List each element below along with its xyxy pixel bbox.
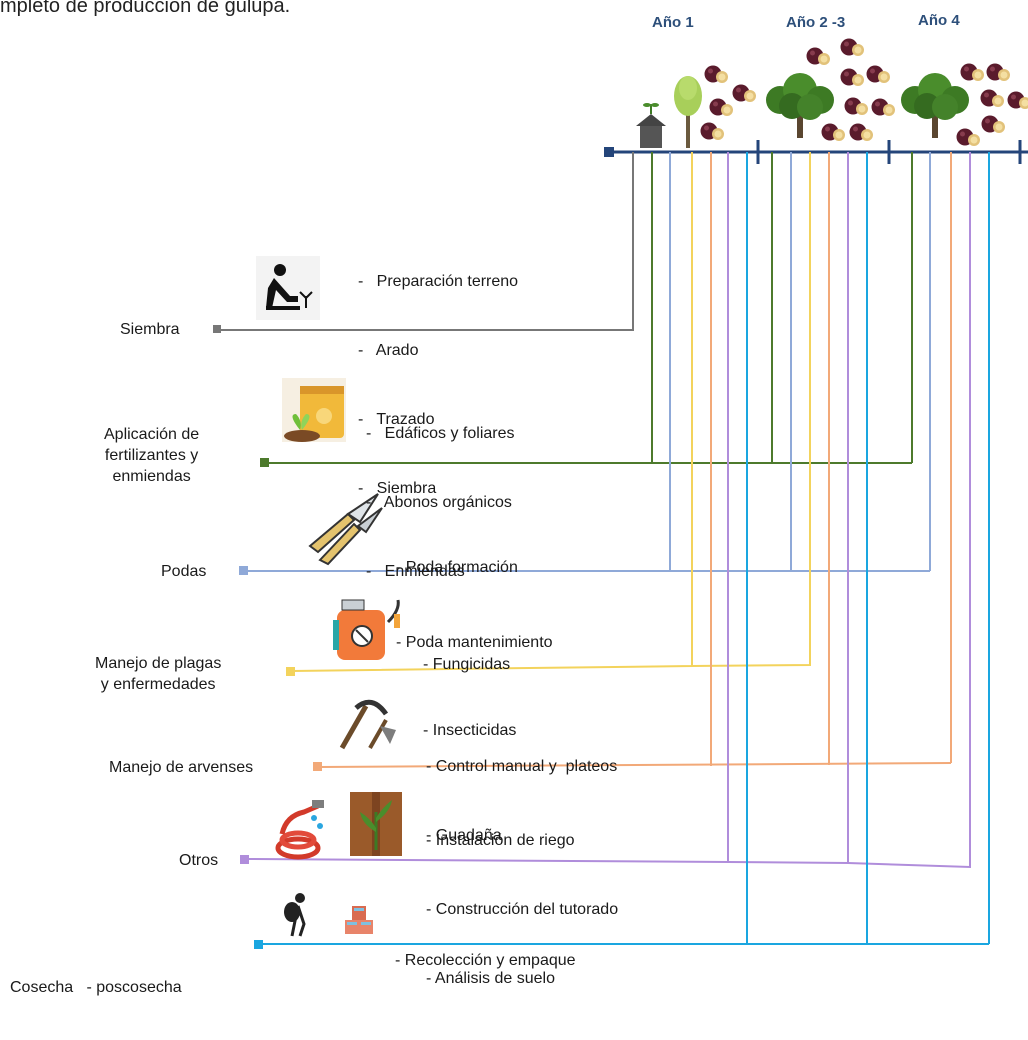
list-item: - Fungicidas — [423, 654, 516, 676]
list-item: - Instalación de riego — [426, 829, 618, 852]
seedling-pot-icon — [636, 103, 666, 148]
list-item: - Control manual y plateos — [426, 755, 617, 778]
connector-podas — [239, 152, 930, 575]
kneeling-planting-person-icon — [256, 256, 320, 320]
hose-and-trellis-icon — [278, 792, 402, 857]
label-arvenses: Manejo de arvenses — [109, 757, 253, 778]
hoe-tools-icon — [342, 702, 396, 748]
list-item: - Edáficos y foliares — [366, 422, 515, 445]
young-tree-icon — [674, 76, 702, 148]
label-fertilizantes: Aplicación de fertilizantes y enmiendas — [104, 424, 199, 487]
list-item: - Preparación terreno — [358, 270, 518, 293]
tree-icon-year-4 — [901, 73, 969, 138]
production-cycle-diagram: mpleto de producción de gulupa. Año 1 Añ… — [0, 0, 1028, 953]
label-otros: Otros — [179, 850, 218, 871]
fertilizer-bag-icon — [282, 378, 346, 442]
list-item: - Poda formación — [396, 555, 553, 580]
harvester-and-boxes-icon — [284, 893, 373, 936]
label-podas: Podas — [161, 561, 206, 582]
list-item: - Recolección y empaque — [395, 950, 576, 971]
label-plagas: Manejo de plagas y enfermedades — [95, 653, 221, 695]
list-item: - Arado — [358, 339, 518, 362]
label-cosecha: Cosecha - poscosecha — [10, 935, 182, 1040]
gulupa-fruit-icons — [701, 39, 1028, 147]
label-siembra: Siembra — [120, 319, 180, 340]
bullets-cosecha: - Recolección y empaque — [395, 908, 576, 1013]
